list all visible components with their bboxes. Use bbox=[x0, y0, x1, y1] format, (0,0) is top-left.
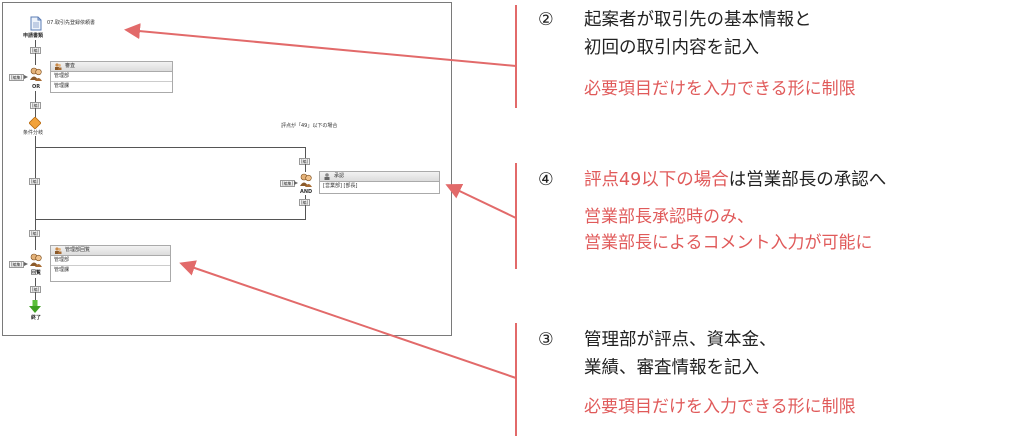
connector bbox=[35, 236, 36, 250]
review-label: 回覧 bbox=[31, 270, 42, 276]
connector bbox=[35, 136, 36, 148]
end-arrow-icon bbox=[29, 300, 41, 313]
condition-text[interactable]: 評点が「49」以下の場合 bbox=[281, 123, 338, 129]
connector bbox=[35, 53, 36, 65]
connector bbox=[35, 40, 36, 48]
callout-line: は営業部長の承認へ bbox=[728, 170, 887, 190]
box-title: 管理部回覧 bbox=[65, 247, 91, 253]
arrow-right-icon bbox=[24, 262, 28, 266]
connector bbox=[35, 147, 36, 179]
arrow-to-document bbox=[124, 23, 517, 67]
branch-diamond-icon bbox=[29, 117, 41, 129]
callout-line: 初回の取引内容を記入 bbox=[584, 38, 759, 58]
callout-highlight: 評点49以下の場合 bbox=[584, 170, 729, 190]
callout-note: 営業部長承認時のみ、 bbox=[584, 207, 754, 227]
connector bbox=[35, 219, 36, 231]
box-row: 管理部 bbox=[51, 256, 170, 266]
edit-tag[interactable]: [編] bbox=[29, 178, 41, 185]
or-label: OR bbox=[32, 84, 41, 90]
users-icon bbox=[300, 173, 312, 187]
users-icon bbox=[30, 67, 42, 81]
connector bbox=[305, 205, 306, 219]
document-icon bbox=[30, 16, 42, 31]
callout-rule bbox=[515, 163, 517, 269]
box-row: 管理部 bbox=[51, 72, 172, 82]
users-icon bbox=[55, 63, 62, 70]
merge-line bbox=[35, 219, 306, 220]
connector bbox=[35, 91, 36, 103]
box-row: [営業部] [部長] bbox=[323, 183, 358, 189]
edit-tag[interactable]: [編] bbox=[299, 158, 311, 165]
arrow-right-icon bbox=[294, 181, 298, 185]
start-label: 申請書類 bbox=[23, 33, 44, 39]
review-box[interactable]: 審査 管理部 管理課 bbox=[50, 61, 173, 93]
box-title: 承認 bbox=[334, 173, 345, 179]
callout-rule bbox=[515, 5, 517, 108]
arrow-right-icon bbox=[24, 75, 28, 79]
callout-line: 業績、審査情報を記入 bbox=[584, 358, 759, 378]
callout-note: 必要項目だけを入力できる形に制限 bbox=[584, 79, 856, 99]
arrow-to-approval bbox=[445, 183, 517, 219]
box-title: 審査 bbox=[65, 63, 76, 69]
end-label: 終了 bbox=[31, 315, 42, 321]
arrow-to-circulation bbox=[179, 260, 517, 379]
connector bbox=[305, 164, 306, 172]
callout-number: ② bbox=[538, 10, 554, 30]
callout-note: 必要項目だけを入力できる形に制限 bbox=[584, 397, 856, 417]
callout-note: 営業部長によるコメント入力が可能に bbox=[584, 233, 873, 253]
and-label: AND bbox=[300, 189, 313, 195]
edit-tag[interactable]: [編集] bbox=[9, 74, 25, 81]
connector bbox=[305, 147, 306, 159]
users-icon bbox=[55, 247, 62, 254]
connector bbox=[35, 108, 36, 118]
lock-user-icon bbox=[324, 173, 330, 180]
callout-number: ④ bbox=[538, 170, 554, 190]
callout-number: ③ bbox=[538, 330, 554, 350]
edit-tag[interactable]: [編] bbox=[29, 230, 41, 237]
connector bbox=[35, 278, 36, 287]
workflow-panel: 07.取引先登録依頼書 申請書類 [編] [編集] OR 審査 管理部 管理課 … bbox=[2, 2, 452, 336]
callout-line: 管理部が評点、資本金、 bbox=[584, 330, 777, 350]
approval-box[interactable]: 承認 [営業部] [部長] bbox=[319, 171, 440, 194]
branch-line bbox=[35, 147, 306, 148]
branch-label: 条件分岐 bbox=[23, 130, 44, 136]
connector bbox=[305, 195, 306, 200]
connector bbox=[35, 292, 36, 300]
box-header: 承認 bbox=[320, 172, 439, 182]
edit-tag[interactable]: [編集] bbox=[9, 261, 25, 268]
edit-tag[interactable]: [編] bbox=[299, 199, 311, 206]
box-row: 管理課 bbox=[54, 83, 70, 89]
circulation-box[interactable]: 管理部回覧 管理部 管理課 bbox=[50, 245, 171, 282]
users-icon bbox=[30, 253, 42, 267]
box-row: 管理課 bbox=[54, 267, 70, 273]
callout-rule bbox=[515, 323, 517, 436]
box-header: 管理部回覧 bbox=[51, 246, 170, 256]
callout-line: 起案者が取引先の基本情報と bbox=[584, 10, 812, 30]
document-name[interactable]: 07.取引先登録依頼書 bbox=[47, 20, 95, 26]
box-header: 審査 bbox=[51, 62, 172, 72]
connector bbox=[35, 184, 36, 220]
